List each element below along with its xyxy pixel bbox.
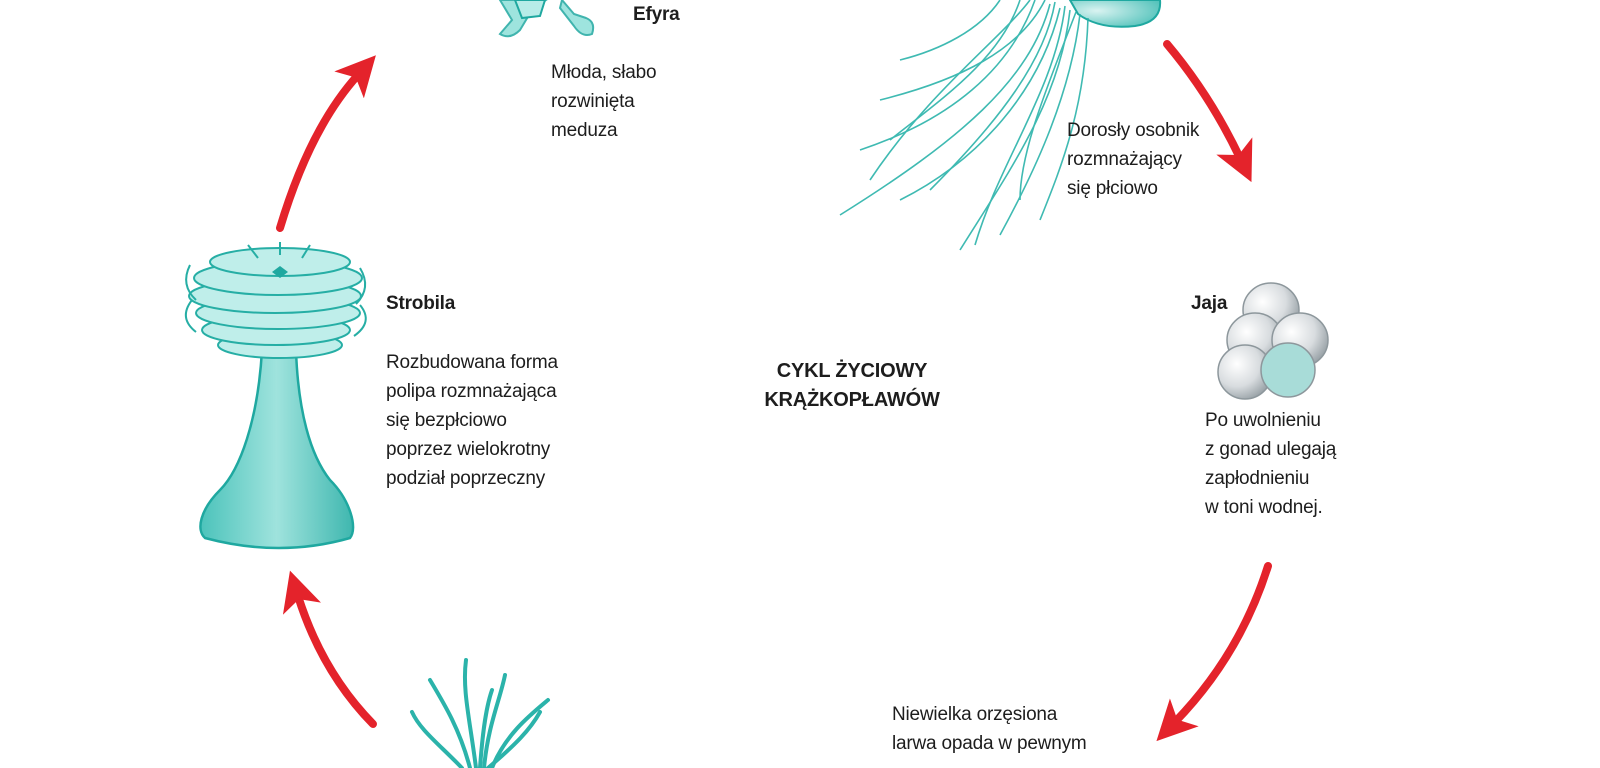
eggs-description: Po uwolnieniu z gonad ulegają zapłodnien…: [1205, 406, 1336, 522]
diagram-title-line: CYKL ŻYCIOWY: [776, 360, 928, 382]
ephyra-description-line: rozwinięta: [551, 91, 635, 112]
arrow-polyp-to-strobila: [282, 570, 377, 728]
polyp-illustration: [410, 658, 550, 768]
planula-description-line: larwa opada w pewnym: [892, 733, 1087, 754]
strobila-description-line: polipa rozmnażająca: [386, 381, 557, 402]
strobila-description-line: poprzez wielokrotny: [386, 439, 551, 460]
eggs-description-line: zapłodnieniu: [1205, 468, 1310, 489]
ephyra-description-line: meduza: [551, 120, 618, 141]
diagram-title-line: KRĄŻKOPŁAWÓW: [764, 389, 940, 411]
ephyra-illustration: [498, 0, 595, 38]
arrow-strobila-to-ephyra: [276, 55, 376, 232]
ephyra-description-line: Młoda, słabo: [551, 62, 657, 83]
medusa-description-line: się płciowo: [1067, 178, 1158, 199]
arrow-medusa-to-eggs: [1163, 40, 1253, 183]
arrow-eggs-to-planula: [1156, 562, 1272, 742]
strobila-description-line: podział poprzeczny: [386, 468, 546, 489]
planula-description: Niewielka orzęsiona larwa opada w pewnym: [892, 700, 1087, 758]
eggs-description-line: Po uwolnieniu: [1205, 410, 1321, 431]
medusa-illustration: [839, 0, 1162, 251]
eggs-title: Jaja: [1191, 293, 1228, 314]
strobila-illustration: [185, 242, 367, 550]
strobila-description-line: się bezpłciowo: [386, 410, 507, 431]
diagram-title: CYKL ŻYCIOWY KRĄŻKOPŁAWÓW: [742, 357, 962, 415]
ephyra-description: Młoda, słabo rozwinięta meduza: [551, 58, 657, 145]
eggs-description-line: z gonad ulegają: [1205, 439, 1337, 460]
strobila-description: Rozbudowana forma polipa rozmnażająca si…: [386, 348, 558, 493]
cycle-arrows: [276, 40, 1272, 742]
planula-description-line: Niewielka orzęsiona: [892, 704, 1058, 725]
eggs-illustration: [1217, 282, 1329, 400]
medusa-description: Dorosły osobnik rozmnażający się płciowo: [1067, 116, 1199, 203]
strobila-title: Strobila: [386, 293, 456, 314]
eggs-description-line: w toni wodnej.: [1205, 497, 1323, 518]
ephyra-title: Efyra: [633, 4, 680, 25]
medusa-description-line: rozmnażający: [1067, 149, 1182, 170]
medusa-description-line: Dorosły osobnik: [1067, 120, 1200, 141]
strobila-description-line: Rozbudowana forma: [386, 352, 558, 373]
